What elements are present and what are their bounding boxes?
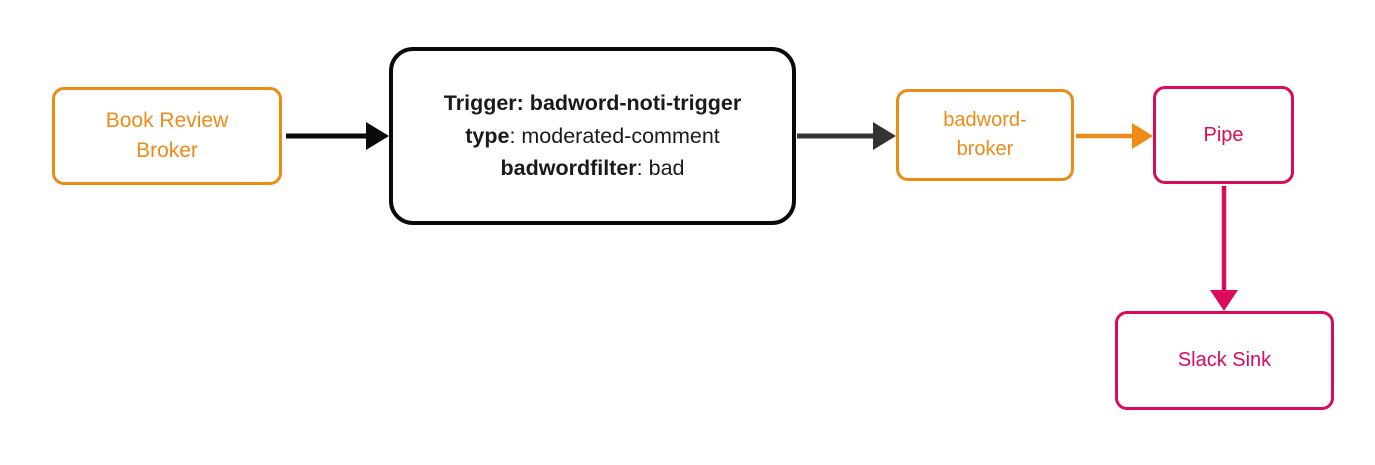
node-book-review-broker-label: Book Review Broker <box>105 108 229 162</box>
node-slack-sink[interactable]: Slack Sink <box>1115 311 1334 410</box>
trigger-badwordfilter-separator: : <box>636 156 649 181</box>
node-trigger[interactable]: Trigger: badword-noti-trigger type: mode… <box>389 47 796 225</box>
node-trigger-text: Trigger: badword-noti-trigger type: mode… <box>444 87 741 185</box>
trigger-badwordfilter-value: bad <box>648 156 685 181</box>
trigger-line-name: Trigger: badword-noti-trigger <box>444 87 741 120</box>
trigger-line-type: type: moderated-comment <box>444 120 741 153</box>
edge-pipe-to-slack-sink <box>1210 186 1238 311</box>
trigger-type-key: type <box>465 123 510 148</box>
edge-trigger-to-badword-broker <box>797 122 896 150</box>
node-book-review-broker[interactable]: Book Review Broker <box>52 87 282 185</box>
edge-book-review-broker-to-trigger <box>286 122 389 150</box>
node-pipe-label: Pipe <box>1203 123 1244 146</box>
trigger-type-value: moderated-comment <box>521 123 720 148</box>
node-pipe[interactable]: Pipe <box>1153 86 1294 184</box>
node-slack-sink-label: Slack Sink <box>1177 349 1272 371</box>
node-badword-broker-label: badword- broker <box>943 109 1027 160</box>
trigger-type-separator: : <box>509 123 522 148</box>
trigger-line-badwordfilter: badwordfilter: bad <box>444 152 741 185</box>
trigger-badwordfilter-key: badwordfilter <box>500 156 637 181</box>
trigger-name-text: Trigger: badword-noti-trigger <box>443 90 742 115</box>
edge-badword-broker-to-pipe <box>1076 123 1153 149</box>
node-badword-broker[interactable]: badword- broker <box>896 89 1074 181</box>
